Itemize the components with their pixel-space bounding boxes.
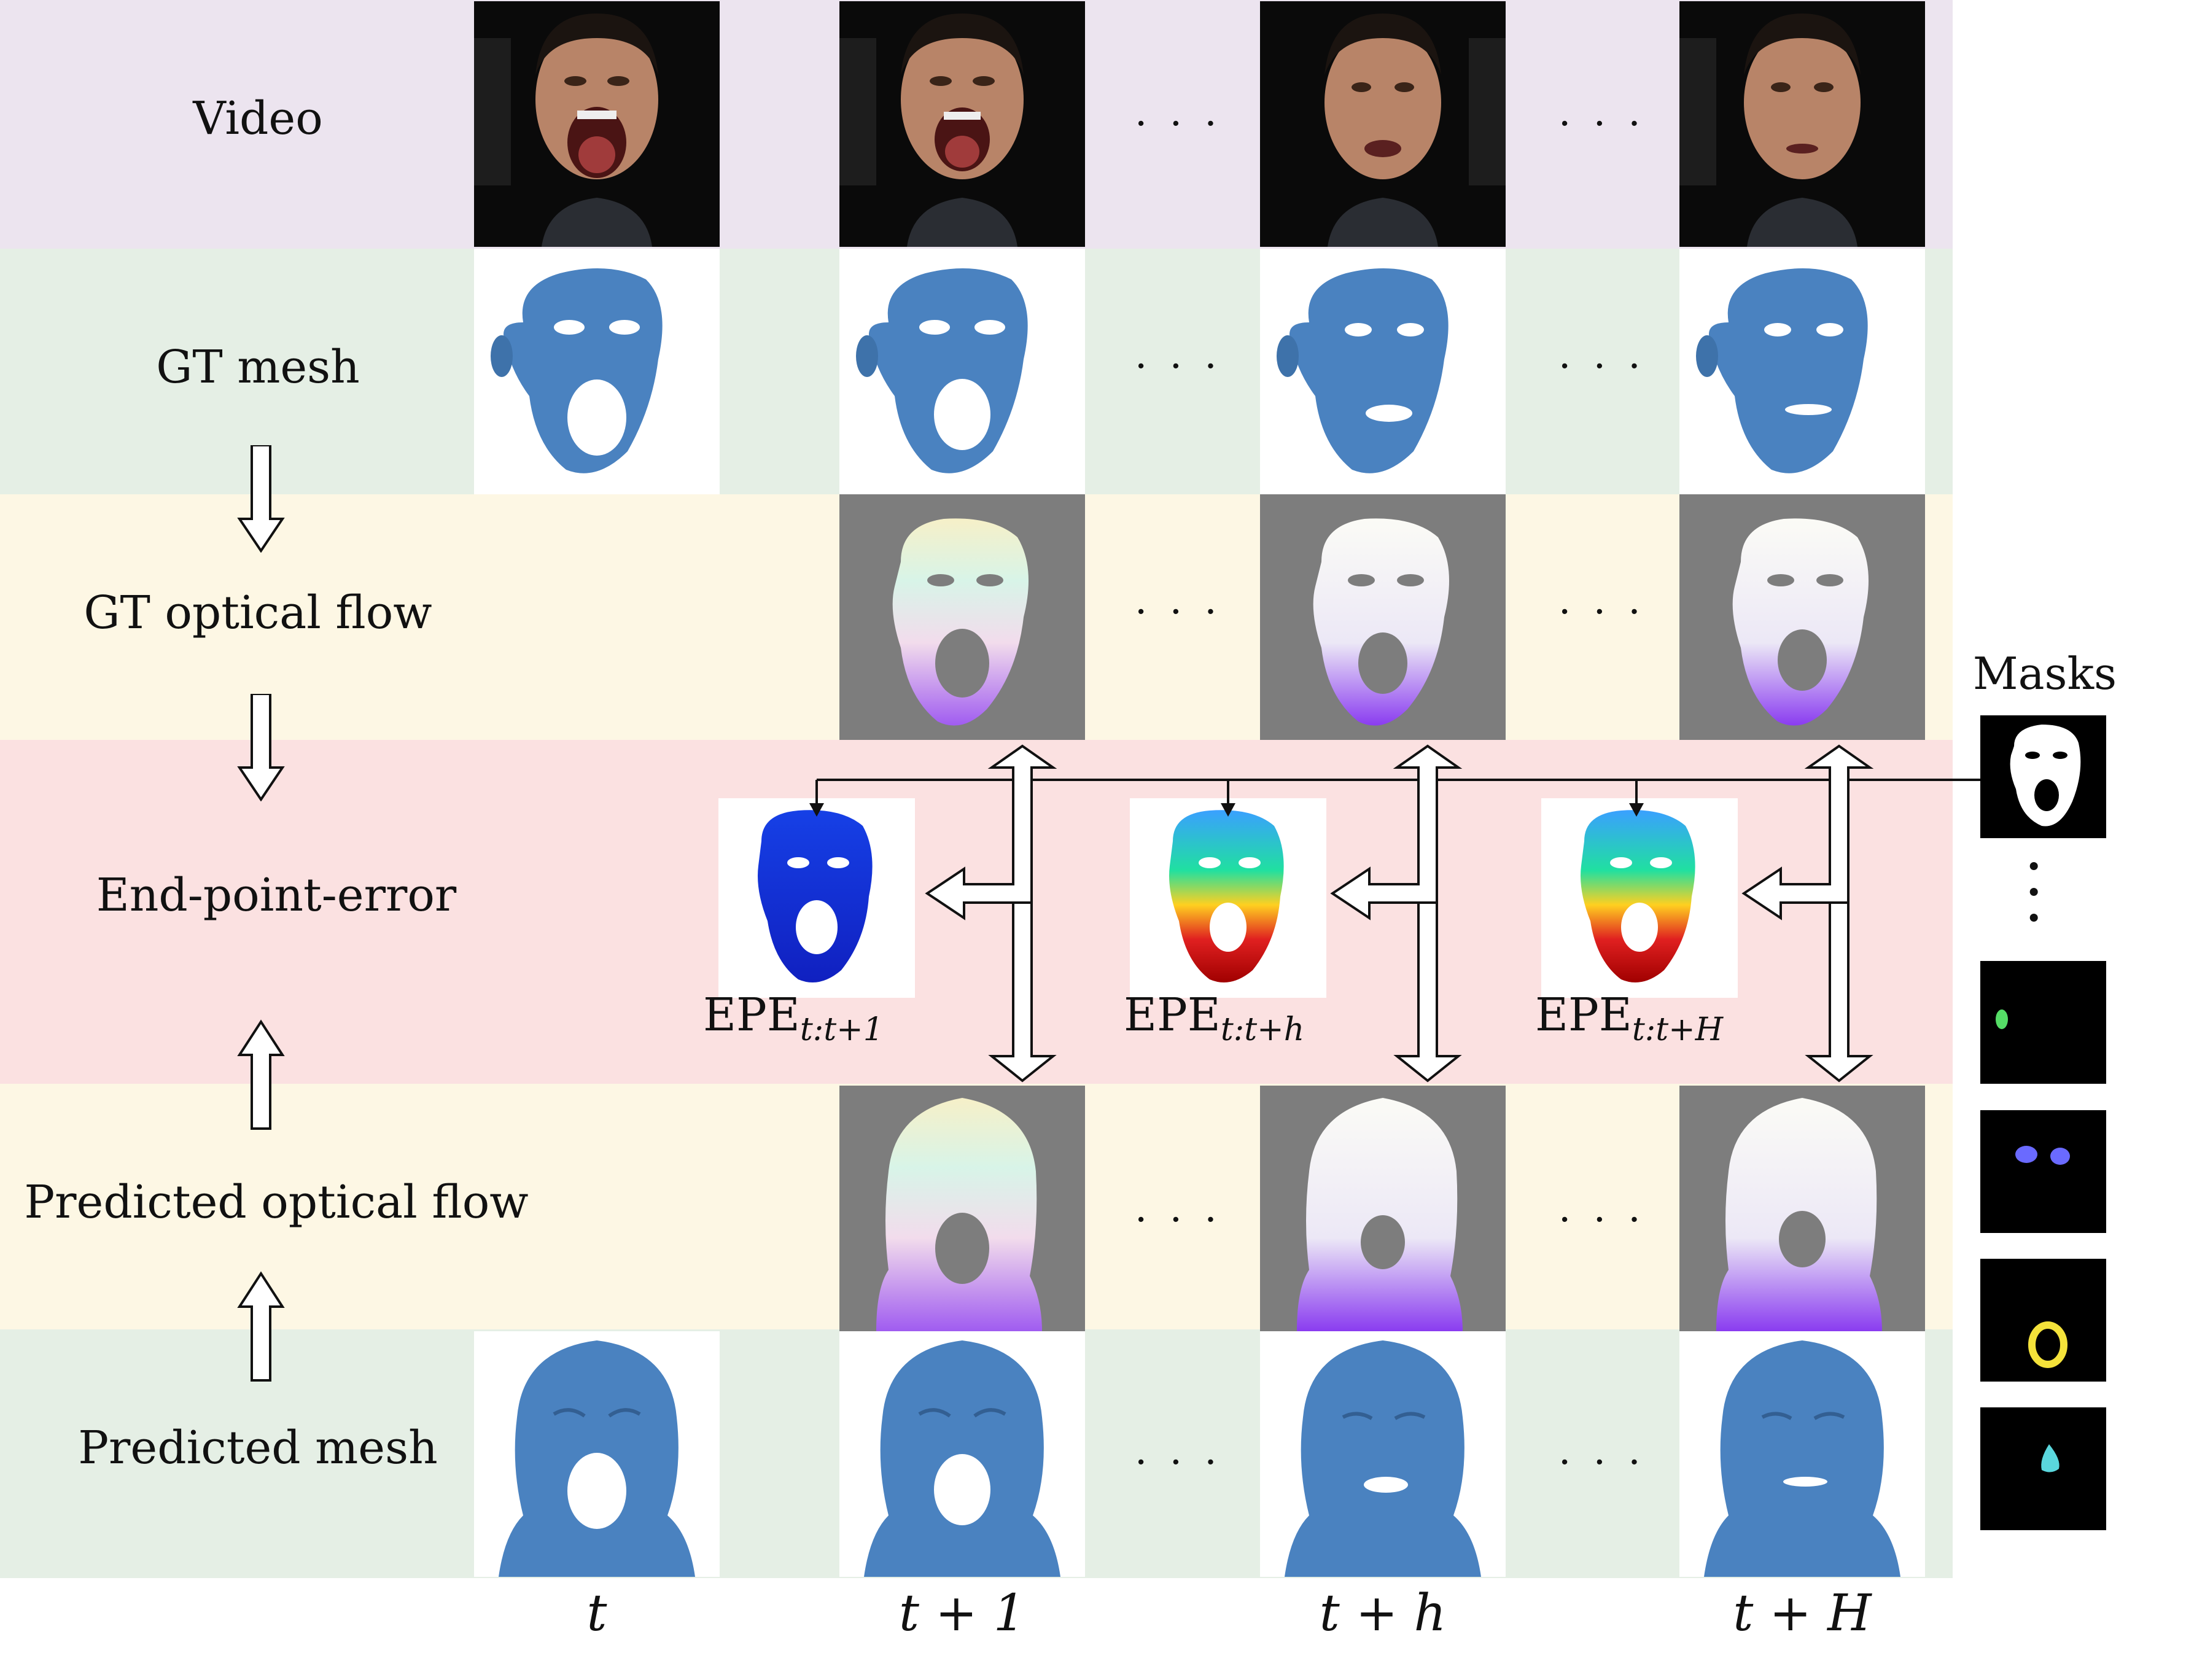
epe-map-th [1130,798,1326,998]
arrow-down-icon [237,445,285,553]
masks-title: Masks [1972,648,2117,699]
ellipsis-gt-flow-2: · · · [1558,589,1646,635]
video-frame-th [1260,1,1506,247]
row-label-gt-flow: GT optical flow [84,586,432,639]
row-label-epe: End-point-error [96,869,457,922]
time-label-t1: t + 1 [899,1584,1025,1643]
pred-mesh-t [474,1331,720,1577]
masks-vertical-ellipsis: ··· [2026,841,2042,943]
ellipsis-gt-mesh-2: · · · [1558,344,1646,389]
pred-mesh-t1 [839,1331,1085,1577]
gt-flow-tH [1679,494,1925,740]
epe-map-tH [1541,798,1738,998]
row-label-gt-mesh: GT mesh [156,341,360,394]
video-frame-tH [1679,1,1925,247]
pred-flow-tH [1679,1086,1925,1331]
ellipsis-video-1: · · · [1135,101,1222,147]
gt-mesh-tH [1679,249,1925,494]
arrow-up-icon [237,1019,285,1130]
ellipsis-pred-flow-1: · · · [1135,1197,1222,1243]
time-label-t: t [586,1584,607,1643]
mask-nose [1980,1407,2106,1530]
mask-eyes [1980,1110,2106,1233]
pred-flow-th [1260,1086,1506,1331]
pred-mesh-th [1260,1331,1506,1577]
row-label-video: Video [193,92,323,145]
mask-mouth [1980,1259,2106,1382]
time-label-tH: t + H [1733,1584,1872,1643]
pred-mesh-tH [1679,1331,1925,1577]
video-frame-t [474,1,720,247]
pred-flow-t1 [839,1086,1085,1331]
row-label-pred-mesh: Predicted mesh [78,1421,438,1474]
ellipsis-pred-flow-2: · · · [1558,1197,1646,1243]
video-frame-t1 [839,1,1085,247]
gt-flow-th [1260,494,1506,740]
gt-mesh-th [1260,249,1506,494]
mask-eye [1980,961,2106,1084]
ellipsis-pred-mesh-1: · · · [1135,1440,1222,1485]
ellipsis-pred-mesh-2: · · · [1558,1440,1646,1485]
ellipsis-gt-mesh-1: · · · [1135,344,1222,389]
gt-mesh-t [474,249,720,494]
row-label-pred-flow: Predicted optical flow [24,1176,529,1229]
ellipsis-video-2: · · · [1558,101,1646,147]
gt-flow-t1 [839,494,1085,740]
epe-label-tH: EPEt:t+H [1535,989,1724,1048]
arrow-down-icon [237,694,285,801]
time-label-th: t + h [1319,1584,1447,1643]
mask-face [1980,715,2106,838]
ellipsis-gt-flow-1: · · · [1135,589,1222,635]
epe-label-t1: EPEt:t+1 [703,989,884,1048]
epe-label-th: EPEt:t+h [1124,989,1305,1048]
gt-mesh-t1 [839,249,1085,494]
epe-map-t1 [718,798,915,998]
arrow-up-icon [237,1271,285,1382]
